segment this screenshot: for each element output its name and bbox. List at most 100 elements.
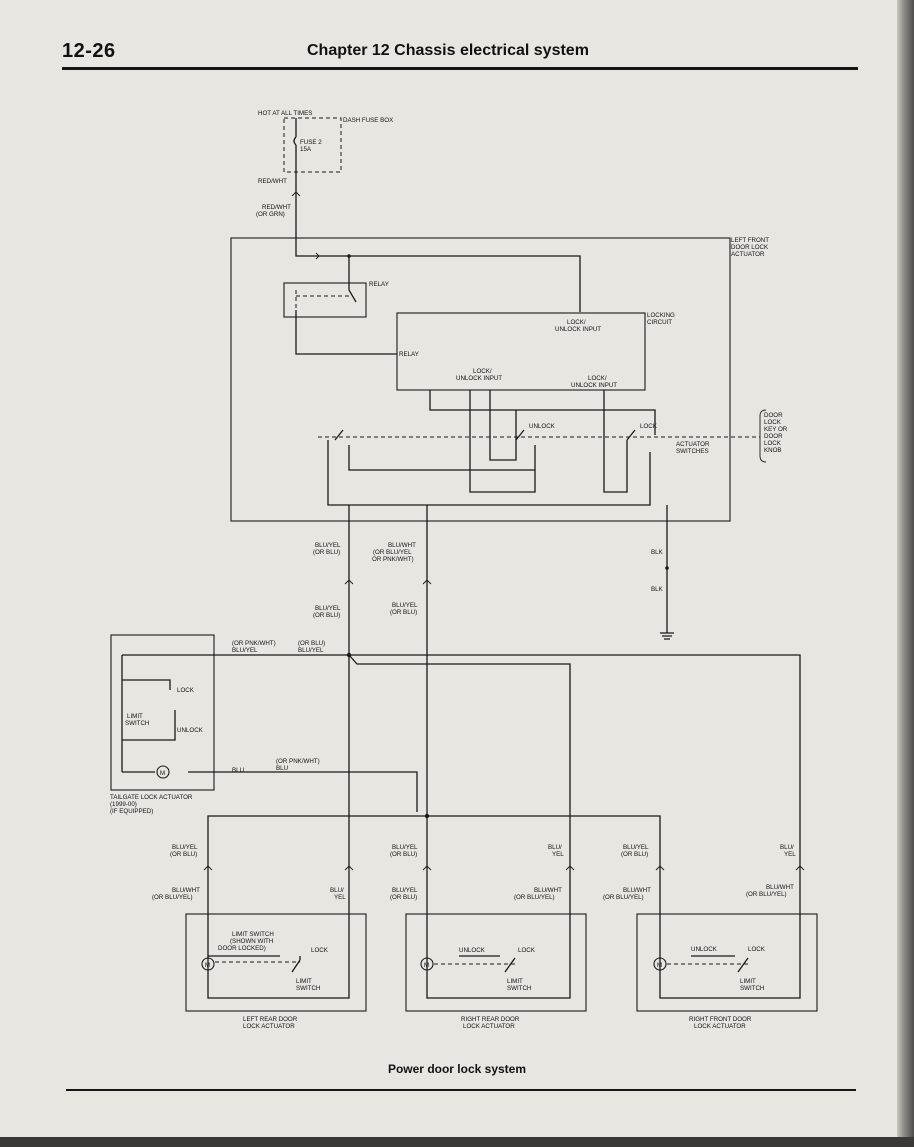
switch-feed-wire	[429, 390, 656, 435]
connector-chevron	[291, 191, 301, 197]
lr-lock-label: LOCK	[311, 947, 329, 954]
or-pnk-wht-label: (OR PNK/WHT)	[232, 640, 276, 647]
rf-limit-1: LIMIT	[740, 978, 756, 985]
tailgate-actuator-2: (1999-00)	[110, 801, 137, 808]
w-lr-top-2: (OR BLU)	[170, 851, 197, 858]
blu-yel-l-label: BLU/YEL	[232, 647, 258, 654]
w-rr-bot2-1: BLU/WHT	[534, 887, 562, 894]
fuse-box-outline	[283, 117, 342, 173]
actuator-switches-2: SWITCHES	[676, 448, 709, 455]
ground-splice	[665, 566, 669, 570]
lr-motor-label: M	[205, 962, 210, 969]
lock-unlock-right-2: UNLOCK INPUT	[571, 382, 617, 389]
rf-lock-label: LOCK	[748, 946, 766, 953]
door-lock-5: LOCK	[764, 440, 782, 447]
rr-lock-label: LOCK	[518, 947, 536, 954]
ground-symbol	[660, 632, 674, 640]
switch-loop-wire	[469, 390, 536, 493]
w-lr-bot-2: (OR BLU/YEL)	[152, 894, 193, 901]
red-wht-label-2: RED/WHT	[262, 204, 291, 211]
fuse-feed-wire	[293, 118, 297, 238]
left-front-actuator: LEFT FRONT DOOR LOCK ACTUATOR RELAY RELA…	[230, 237, 788, 522]
wire-blu-yel-c1: BLU/YEL	[392, 602, 418, 609]
page-edge-shadow	[897, 0, 914, 1147]
lr-limit-shown-3: DOOR LOCKED)	[218, 945, 266, 952]
blk-label-1: BLK	[651, 549, 664, 556]
right-front-actuator: M UNLOCK LOCK LIMIT SWITCH RIGHT FRONT D…	[636, 913, 818, 1030]
figure-caption: Power door lock system	[387, 1062, 527, 1076]
unlock-input-wire	[489, 390, 517, 461]
dash-fuse-box-label: DASH FUSE BOX	[343, 117, 393, 124]
lr-actuator-2: LOCK ACTUATOR	[243, 1023, 295, 1030]
lock-unlock-left-2: UNLOCK INPUT	[456, 375, 502, 382]
w-rf-bot-2: (OR BLU/YEL)	[603, 894, 644, 901]
rf-wiring	[659, 920, 801, 999]
w-lr-top-1: BLU/YEL	[172, 844, 198, 851]
lf-actuator-outline	[230, 237, 731, 522]
actuator-switches-1: ACTUATOR	[676, 441, 710, 448]
rr-actuator-2: LOCK ACTUATOR	[463, 1023, 515, 1030]
door-lock-6: KNOB	[764, 447, 782, 454]
lr-motor	[201, 957, 215, 971]
w-short-1: BLU/	[548, 844, 562, 851]
lock-label: LOCK	[640, 423, 658, 430]
fuse-name-label: FUSE 2	[300, 139, 322, 146]
tg-unlock-label: UNLOCK	[177, 727, 204, 734]
hot-at-all-times-label: HOT AT ALL TIMES	[258, 110, 312, 117]
relay-label-2: RELAY	[399, 351, 419, 358]
w-rr-top-2: (OR BLU)	[390, 851, 417, 858]
lock-unlock-top-2: UNLOCK INPUT	[555, 326, 601, 333]
left-rear-actuator: M LIMIT SWITCH (SHOWN WITH DOOR LOCKED) …	[185, 913, 367, 1030]
rr-actuator-1: RIGHT REAR DOOR	[461, 1016, 520, 1023]
relay-box	[283, 282, 367, 318]
tailgate-actuator-3: (IF EQUIPPED)	[110, 808, 153, 815]
locking-circuit-2: CIRCUIT	[647, 319, 672, 326]
lr-switch	[208, 955, 301, 973]
switch-blades	[334, 429, 636, 441]
rf-limit-2: SWITCH	[740, 985, 764, 992]
power-bus-wire	[295, 238, 581, 312]
wire-blu-wht-a2: (OR BLU/YEL	[373, 549, 412, 556]
tailgate-actuator-1: TAILGATE LOCK ACTUATOR	[110, 794, 193, 801]
lr-wiring	[207, 920, 350, 999]
rr-unlock-label: UNLOCK	[459, 947, 486, 954]
rr-switch	[459, 955, 516, 973]
lr-limit-shown-2: (SHOWN WITH	[230, 938, 273, 945]
w-rr-top-1: BLU/YEL	[392, 844, 418, 851]
connector-chevrons	[344, 579, 432, 585]
or-grn-label: (OR GRN)	[256, 211, 285, 218]
rr-motor	[420, 957, 434, 971]
door-lock-3: KEY OR	[764, 426, 788, 433]
diode-symbol	[315, 252, 320, 260]
switch-return-wire	[348, 445, 535, 471]
blk-label-2: BLK	[651, 586, 664, 593]
or-blu-label: (OR BLU)	[298, 640, 325, 647]
rr-lock-branch	[348, 654, 571, 920]
splice-lock	[346, 652, 352, 658]
w-rr-bot-2: (OR BLU)	[390, 894, 417, 901]
w-lr-bot2-2: YEL	[334, 894, 346, 901]
page-number: 12-26	[62, 40, 116, 62]
rr-outline	[405, 913, 587, 1012]
relay-contact	[348, 256, 357, 303]
or-pnk-wht-label-2: (OR PNK/WHT)	[276, 758, 320, 765]
tailgate-motor	[156, 765, 170, 779]
lr-limit-2: SWITCH	[296, 985, 320, 992]
door-wire-labels: BLU/YEL (OR BLU) BLU/YEL (OR BLU) BLU/ Y…	[152, 844, 805, 901]
lr-limit-1: LIMIT	[296, 978, 312, 985]
splice-unlock	[424, 813, 430, 819]
rf-outline	[636, 913, 818, 1012]
unlock-label: UNLOCK	[529, 423, 556, 430]
footer-rule	[66, 1089, 856, 1091]
wire-blu-wht-a1: BLU/WHT	[388, 542, 416, 549]
lr-actuator-1: LEFT REAR DOOR	[243, 1016, 298, 1023]
door-lock-2: LOCK	[764, 419, 782, 426]
rr-wiring	[426, 920, 571, 999]
relay-coil-link	[295, 290, 349, 310]
locking-circuit-box	[396, 312, 646, 391]
rf-unlock-label: UNLOCK	[691, 946, 718, 953]
wire-blu-yel-a1: BLU/YEL	[315, 542, 341, 549]
w-rf-top-2: (OR BLU)	[621, 851, 648, 858]
